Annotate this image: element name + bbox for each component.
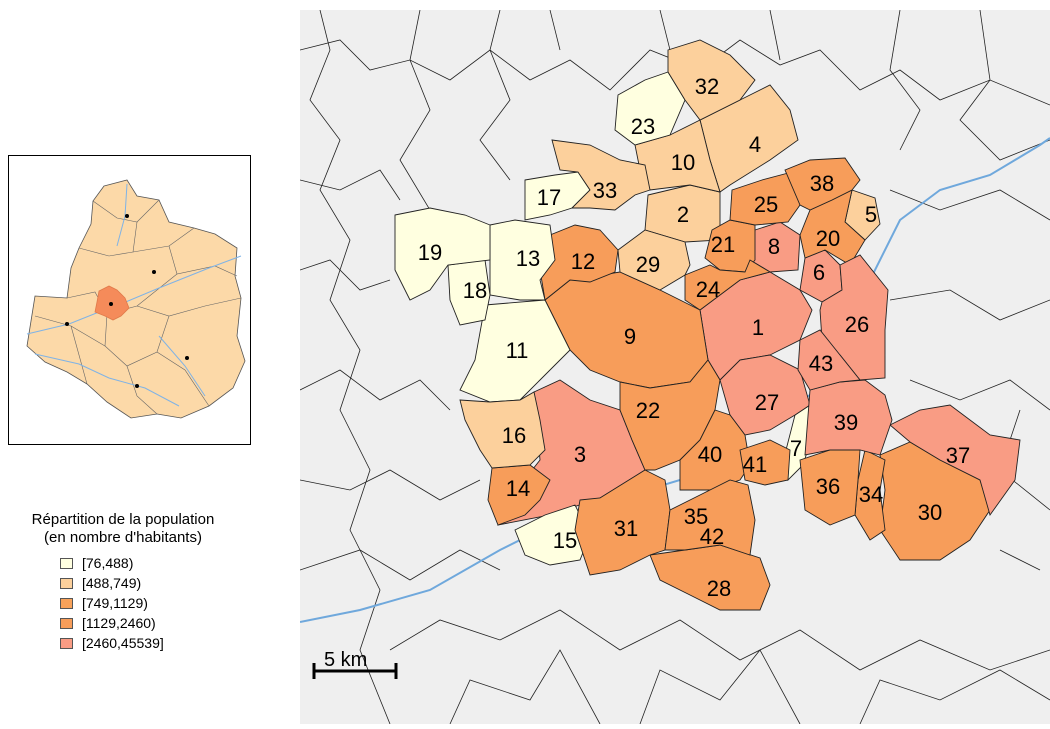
legend-item: [1129,2460): [60, 613, 238, 633]
commune-label-13: 13: [516, 246, 540, 271]
inset-svg: [26, 179, 246, 419]
legend-swatch: [60, 577, 73, 589]
commune-label-32: 32: [695, 74, 719, 99]
commune-label-41: 41: [743, 452, 767, 477]
commune-label-39: 39: [834, 410, 858, 435]
legend-label: [76,488): [82, 555, 134, 571]
commune-label-42: 42: [700, 524, 724, 549]
commune-label-37: 37: [946, 443, 970, 468]
legend-item: [76,488): [60, 553, 238, 573]
commune-label-34: 34: [859, 482, 883, 507]
commune-27: [719, 354, 811, 436]
commune-label-31: 31: [614, 516, 638, 541]
commune-label-1: 1: [752, 315, 764, 340]
commune-43: [797, 329, 861, 391]
commune-label-22: 22: [636, 398, 660, 423]
commune-label-19: 19: [418, 240, 442, 265]
commune-label-8: 8: [768, 234, 780, 259]
legend-label: [2460,45539]: [82, 635, 164, 651]
commune-label-33: 33: [593, 178, 617, 203]
commune-25: [729, 171, 801, 226]
legend-title-line2: (en nombre d'habitants): [44, 529, 202, 546]
commune-37: [889, 404, 1021, 517]
commune-label-28: 28: [707, 576, 731, 601]
legend-item: [2460,45539]: [60, 633, 238, 653]
legend-label: [1129,2460): [82, 615, 156, 631]
commune-label-27: 27: [755, 390, 779, 415]
legend-title-line1: Répartition de la population: [31, 511, 215, 528]
legend: Répartition de la population (en nombre …: [8, 511, 238, 653]
commune-24: [684, 259, 772, 311]
legend-swatch: [60, 597, 73, 609]
communes-layer: [394, 39, 1021, 611]
commune-label-29: 29: [636, 252, 660, 277]
commune-label-24: 24: [696, 277, 720, 302]
commune-label-35: 35: [684, 504, 708, 529]
legend-swatch: [60, 637, 73, 649]
commune-label-30: 30: [918, 500, 942, 525]
commune-33: [551, 139, 651, 211]
commune-29: [617, 229, 691, 291]
legend-item: [749,1129): [60, 593, 238, 613]
commune-label-23: 23: [631, 114, 655, 139]
locator-inset-map: [8, 155, 251, 445]
commune-label-16: 16: [502, 423, 526, 448]
commune-32: [667, 39, 756, 121]
commune-labels-layer: 1234567891011121314151617181920212223242…: [418, 74, 970, 601]
commune-38: [784, 157, 861, 211]
commune-label-12: 12: [571, 249, 595, 274]
commune-label-15: 15: [553, 528, 577, 553]
department-outline: [26, 179, 246, 419]
scale-bar-label: 5 km: [324, 649, 367, 671]
legend-swatch: [60, 617, 73, 629]
commune-42: [664, 479, 756, 556]
map-svg: 1234567891011121314151617181920212223242…: [299, 9, 1050, 725]
commune-label-2: 2: [677, 202, 689, 227]
commune-label-20: 20: [816, 226, 840, 251]
commune-label-18: 18: [463, 278, 487, 303]
commune-label-3: 3: [574, 442, 586, 467]
commune-label-4: 4: [749, 132, 761, 157]
commune-13: [489, 219, 556, 301]
commune-label-6: 6: [813, 260, 825, 285]
commune-label-25: 25: [754, 192, 778, 217]
legend-label: [488,749): [82, 575, 142, 591]
commune-label-17: 17: [537, 185, 561, 210]
commune-41: [739, 439, 791, 486]
commune-14: [487, 464, 551, 526]
commune-label-9: 9: [624, 324, 636, 349]
legend-items: [76,488) [488,749) [749,1129) [1129,2460…: [60, 553, 238, 653]
commune-label-21: 21: [711, 232, 735, 257]
legend-swatch: [60, 557, 73, 569]
commune-16: [459, 391, 546, 469]
commune-label-5: 5: [865, 202, 877, 227]
commune-label-7: 7: [790, 436, 802, 461]
commune-label-38: 38: [810, 171, 834, 196]
inset-city-dots: [65, 214, 189, 388]
legend-label: [749,1129): [82, 595, 148, 611]
commune-label-43: 43: [809, 351, 833, 376]
commune-label-11: 11: [506, 338, 529, 363]
commune-23: [614, 71, 686, 146]
legend-item: [488,749): [60, 573, 238, 593]
commune-label-40: 40: [698, 442, 722, 467]
commune-label-26: 26: [845, 312, 869, 337]
commune-label-10: 10: [671, 150, 695, 175]
commune-12: [539, 224, 619, 301]
scale-bar: 5 km: [312, 649, 398, 679]
commune-label-36: 36: [816, 474, 840, 499]
commune-label-14: 14: [506, 476, 530, 501]
commune-19: [394, 207, 491, 301]
